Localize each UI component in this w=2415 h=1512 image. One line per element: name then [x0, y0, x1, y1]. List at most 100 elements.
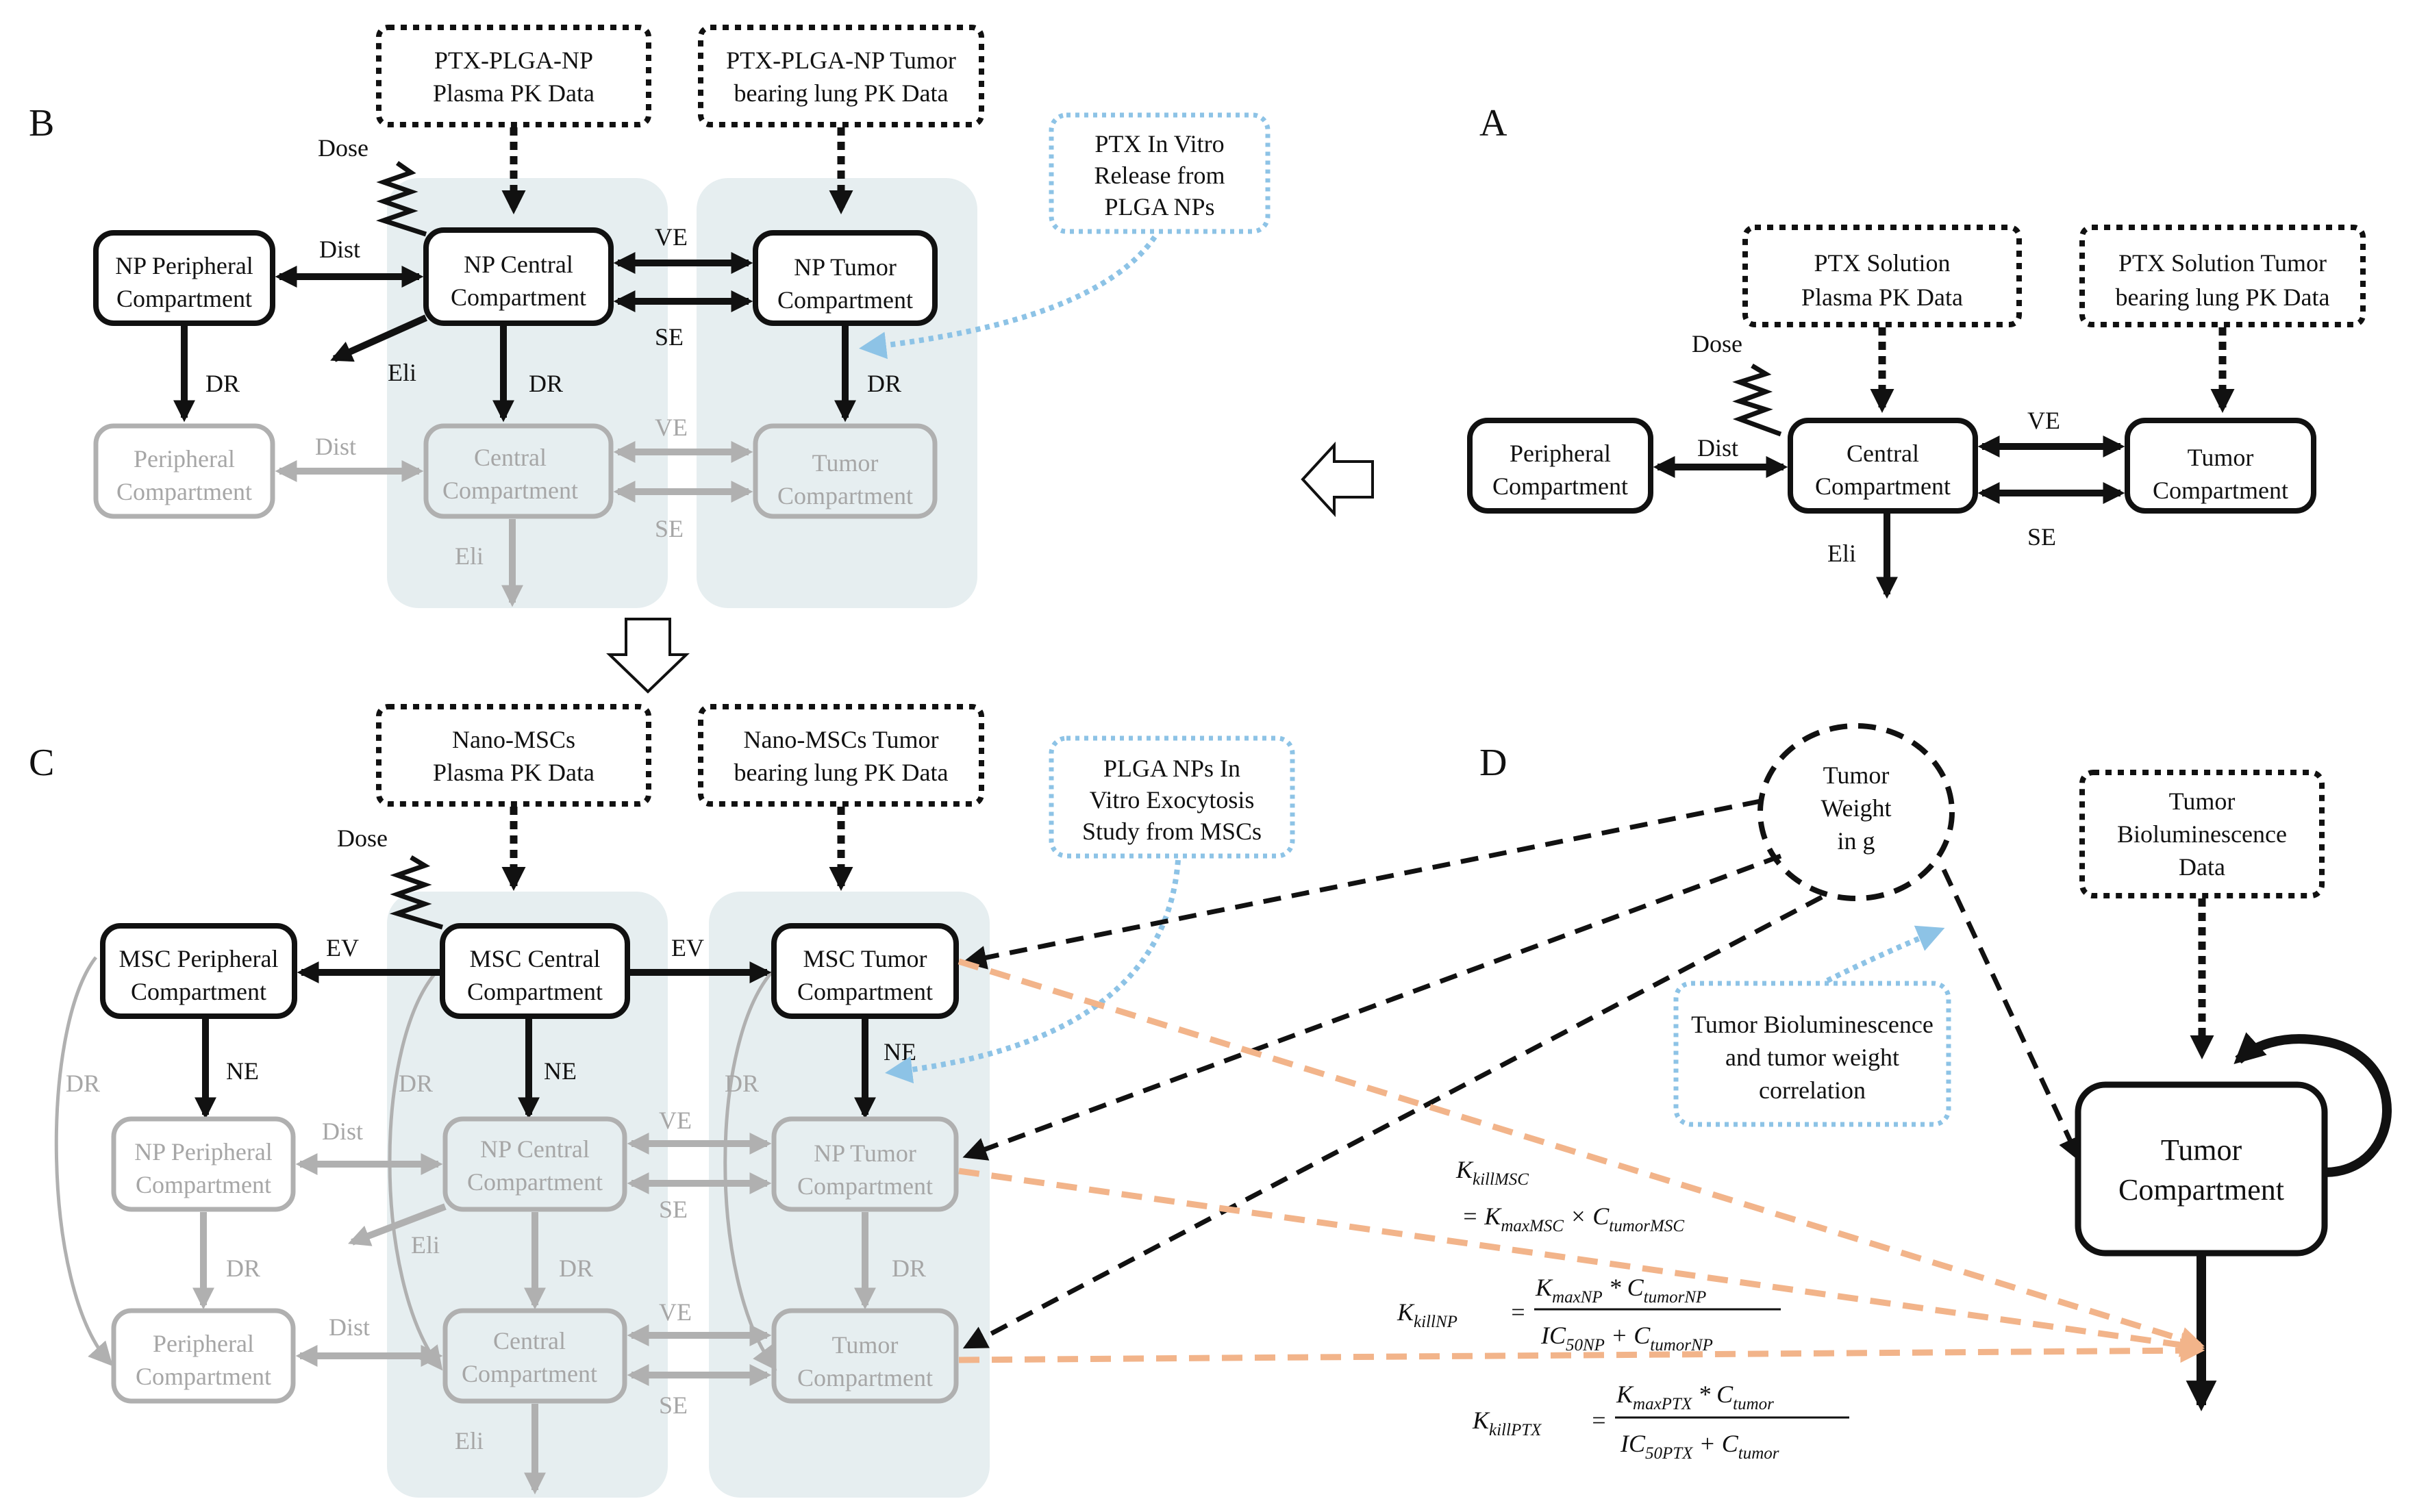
d-weight-to-tumor-compartment-arrow	[1941, 868, 2081, 1162]
b-np-tumor-line1: NP Tumor	[794, 253, 897, 281]
c-dose-zigzag	[389, 855, 444, 930]
eq-ptx-den-ic-sub: 50PTX	[1645, 1444, 1694, 1463]
b-release-arrow	[859, 235, 1158, 360]
c-plasma-data-line1: Nano-MSCs	[452, 726, 575, 753]
b-np-central-line1: NP Central	[464, 251, 573, 278]
c-msc-peripheral-compartment	[100, 923, 297, 1019]
b-dist-grey-label: Dist	[315, 433, 356, 460]
c-exocytosis-line1: PLGA NPs In	[1103, 755, 1240, 782]
eq-np-lhs-sub: killNP	[1414, 1313, 1457, 1331]
b-np-tumor-line2: Compartment	[777, 286, 913, 314]
c-np-ve-label: VE	[659, 1107, 692, 1134]
c-np-peripheral-line2: Compartment	[136, 1171, 271, 1198]
c-msc-tumor-line2: Compartment	[797, 978, 933, 1005]
c-ve-label: VE	[659, 1298, 692, 1326]
c-dr-curve-center-label: DR	[399, 1070, 433, 1097]
c-exocytosis-arrow	[885, 859, 1181, 1084]
svg-text:KmaxNP * CtumorNP: KmaxNP * CtumorNP	[1535, 1274, 1706, 1307]
d-biolum-line3: Data	[2179, 853, 2225, 881]
b-central-line1: Central	[474, 444, 547, 471]
b-plasma-data-line2: Plasma PK Data	[433, 79, 595, 107]
c-msc-central-line2: Compartment	[467, 978, 603, 1005]
c-dr-curve-right-label: DR	[725, 1070, 759, 1097]
d-correlation-arrow	[1826, 925, 1945, 983]
c-np-central-line2: Compartment	[467, 1168, 603, 1196]
b-ve-label: VE	[655, 223, 688, 251]
b-eli-grey-label: Eli	[455, 542, 484, 570]
c-np-tumor-compartment	[771, 1116, 959, 1212]
b-peripheral-compartment	[93, 423, 275, 519]
eq-ptx-den-op: + C	[1692, 1430, 1738, 1457]
panel-b: PTX-PLGA-NP Plasma PK Data PTX-PLGA-NP T…	[93, 25, 1271, 607]
d-correlation-box	[1673, 981, 1951, 1127]
d-equation-kill-ptx: KkillPTX = KmaxPTX * Ctumor IC50PTX + Ct…	[1472, 1381, 1849, 1463]
d-msc-kill-arrow	[958, 958, 2205, 1351]
shade-c-central	[387, 892, 668, 1498]
eq-np-num-k: K	[1535, 1274, 1553, 1301]
svg-text:KkillPTX: KkillPTX	[1472, 1407, 1542, 1439]
eq-np-den-c-sub: tumorNP	[1650, 1336, 1713, 1354]
eq-ptx-lhs: K	[1472, 1407, 1490, 1434]
a-se-label: SE	[2027, 523, 2056, 551]
b-peripheral-line1: Peripheral	[134, 445, 235, 473]
d-tumor-weight-line3: in g	[1837, 827, 1875, 855]
c-ne-peripheral-label: NE	[226, 1057, 259, 1085]
d-tumor-weight-line2: Weight	[1820, 794, 1891, 822]
c-dist-label: Dist	[329, 1313, 370, 1341]
a-peripheral-line2: Compartment	[1492, 473, 1628, 500]
eq-np-num-c-sub: tumorNP	[1644, 1288, 1707, 1307]
a-plasma-data-line1: PTX Solution	[1814, 249, 1950, 277]
b-np-central-line2: Compartment	[451, 284, 586, 311]
b-central-line2: Compartment	[442, 477, 578, 504]
b-np-tumor-compartment	[753, 230, 938, 326]
c-ev-right-label: EV	[671, 934, 704, 961]
d-tumor-compartment-line2: Compartment	[2118, 1173, 2284, 1207]
panel-label-d: D	[1479, 742, 1507, 784]
c-np-peripheral-line1: NP Peripheral	[134, 1138, 273, 1166]
c-np-eli-arrow	[348, 1203, 447, 1246]
b-dr-central-label: DR	[529, 370, 563, 397]
eq-ptx-equals: =	[1590, 1407, 1607, 1434]
eq-msc-lhs-sub: killMSC	[1473, 1170, 1529, 1189]
b-plasma-data-line1: PTX-PLGA-NP	[434, 47, 593, 74]
d-correlation-line1: Tumor Bioluminescence	[1691, 1011, 1934, 1038]
b-np-central-compartment	[423, 227, 614, 326]
d-tumor-weight-line1: Tumor	[1823, 761, 1890, 789]
c-dr-curve-left	[54, 956, 113, 1367]
b-to-c-hollow-arrow	[606, 618, 690, 694]
eq-np-lhs: K	[1397, 1298, 1415, 1326]
b-release-line2: Release from	[1094, 162, 1225, 189]
d-correlation-line2: and tumor weight	[1725, 1044, 1899, 1071]
b-tumor-data-line1: PTX-PLGA-NP Tumor	[726, 47, 956, 74]
panel-d: Tumor Weight in g Tumor Bioluminescence …	[958, 723, 2392, 1463]
svg-text:KkillMSC: KkillMSC	[1455, 1156, 1529, 1189]
a-tumor-line2: Compartment	[2153, 477, 2288, 504]
a-tumor-line1: Tumor	[2188, 444, 2254, 471]
b-np-peripheral-line2: Compartment	[116, 285, 252, 312]
eq-np-den-ic-sub: 50NP	[1566, 1336, 1605, 1354]
b-peripheral-line2: Compartment	[116, 478, 252, 505]
d-weight-to-ptx-tumor-arrow	[962, 894, 1823, 1349]
shade-c-tumor	[709, 892, 990, 1498]
d-tumor-compartment-line1: Tumor	[2161, 1133, 2242, 1167]
svg-text:KmaxPTX * Ctumor: KmaxPTX * Ctumor	[1616, 1381, 1774, 1413]
c-ne-central-label: NE	[544, 1057, 577, 1085]
eq-ptx-lhs-sub: killPTX	[1489, 1421, 1542, 1439]
c-central-line2: Compartment	[462, 1360, 597, 1387]
b-eli-arrow	[330, 314, 428, 362]
c-plasma-data-box	[376, 704, 651, 807]
b-dr-tumor-label: DR	[867, 370, 901, 397]
a-central-line1: Central	[1847, 440, 1919, 467]
c-np-tumor-line2: Compartment	[797, 1172, 933, 1200]
c-np-tumor-line1: NP Tumor	[814, 1139, 916, 1167]
c-np-dist-label: Dist	[322, 1118, 363, 1145]
c-central-compartment	[442, 1308, 627, 1404]
eq-ptx-num-k-sub: maxPTX	[1633, 1395, 1693, 1413]
b-tumor-data-box	[698, 25, 984, 127]
c-se-label: SE	[659, 1391, 688, 1419]
d-tumor-compartment	[2075, 1081, 2328, 1257]
c-central-line1: Central	[493, 1327, 566, 1354]
b-dist-label: Dist	[319, 236, 360, 263]
eq-np-num-k-sub: maxNP	[1552, 1288, 1603, 1307]
d-ptx-kill-arrow	[958, 1338, 2205, 1363]
